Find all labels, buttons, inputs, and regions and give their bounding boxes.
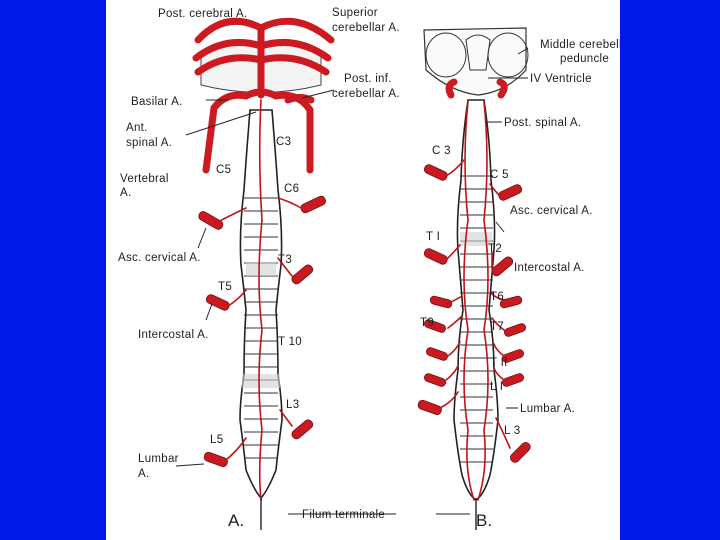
label-t11-b: T II: [490, 357, 508, 369]
c6-vessel-a: [300, 195, 326, 214]
figure-a-label: A.: [228, 511, 244, 530]
label-t9-b: T9: [420, 317, 434, 329]
label-t3-a: T3: [278, 254, 292, 266]
label-l5-a: L5: [210, 434, 223, 446]
labels-a: Post. cerebral A. Superior cerebellar A.…: [118, 7, 400, 530]
c6-branch-a: [277, 197, 302, 209]
label-lumbar-b: Lumbar A.: [520, 403, 575, 415]
label-middle-cerebellar-2: peduncle: [560, 53, 609, 65]
l1-vessel-b-left: [424, 373, 446, 387]
c3-branch-b: [445, 159, 465, 177]
label-t1-b: T I: [426, 231, 440, 243]
label-ant-spinal-2: spinal A.: [126, 137, 172, 149]
t1-vessel-b: [423, 248, 448, 265]
t11-vessel-b: [502, 349, 524, 363]
label-asc-cervical-b: Asc. cervical A.: [510, 205, 593, 217]
label-t5-a: T5: [218, 281, 232, 293]
label-post-inf-cerebellar-2: cerebellar A.: [332, 88, 400, 100]
asc-cervical-branch-a: [213, 207, 247, 225]
post-inf-cerebellar-artery: [284, 94, 315, 104]
t3-vessel-a: [291, 264, 314, 285]
lumbar-vessel-a: [203, 451, 228, 468]
label-post-spinal: Post. spinal A.: [504, 117, 581, 129]
label-superior-cerebellar-1: Superior: [332, 7, 378, 19]
left-peduncle: [425, 32, 467, 78]
label-l3-a: L3: [286, 399, 299, 411]
label-t2-b: T2: [488, 243, 502, 255]
figure-b-label: B.: [476, 511, 492, 530]
t1-branch-b: [445, 244, 461, 261]
label-intercostal-b: Intercostal A.: [514, 262, 585, 274]
cord-shading-a2: [242, 374, 280, 388]
l3-vessel-a: [291, 419, 314, 440]
posterior-spinal-artery-left: [463, 101, 475, 501]
intercostal-branch-a: [227, 289, 247, 307]
t10-vessel-b: [426, 347, 448, 361]
labels-b: Middle cerebellar peduncle IV Ventricle …: [420, 39, 620, 530]
label-l3-b: L 3: [504, 425, 520, 437]
left-vertebral-artery: [202, 91, 250, 174]
label-lumbar-a-1: Lumbar: [138, 453, 179, 465]
label-c3-b: C 3: [432, 145, 451, 157]
label-lumbar-a-2: A.: [138, 468, 149, 480]
cord-shading-a1: [246, 262, 276, 276]
c3-vessel-b: [423, 164, 448, 181]
posterior-spinal-artery-right: [477, 101, 489, 501]
leader-lines: [175, 47, 529, 515]
label-l1-b: L I: [490, 381, 503, 393]
intercostal-vessel-a: [205, 294, 230, 311]
iv-ventricle-outline: [465, 34, 491, 71]
post-inf-artery-b-right: [496, 78, 508, 99]
c5-vessel-b: [498, 184, 523, 201]
t9-vessel-b: [424, 319, 446, 333]
label-c3-a: C3: [276, 136, 291, 148]
t3-branch-a: [277, 257, 293, 277]
l3-vessel-b: [509, 441, 531, 463]
label-middle-cerebellar-1: Middle cerebellar: [540, 39, 620, 51]
feeder-branches-b: [439, 293, 511, 449]
spinal-cord-arteries-diagram: Post. cerebral A. Superior cerebellar A.…: [118, 7, 620, 530]
label-vertebral-1: Vertebral: [120, 173, 169, 185]
label-c5-a: C5: [216, 164, 231, 176]
cord-shading-b: [460, 232, 492, 246]
t6-vessel-b: [499, 295, 523, 309]
label-filum-terminale: Filum terminale: [302, 509, 385, 521]
figure-b: [417, 27, 531, 530]
anterior-spinal-artery: [258, 99, 263, 501]
label-c6-a: C6: [284, 183, 299, 195]
l1-vessel-b: [502, 373, 524, 387]
label-post-inf-cerebellar-1: Post. inf.: [344, 73, 392, 85]
lumbar-branch-a: [225, 437, 247, 461]
label-superior-cerebellar-2: cerebellar A.: [332, 22, 400, 34]
label-basilar: Basilar A.: [131, 96, 183, 108]
t7-vessel-b: [504, 323, 526, 337]
right-vertebral-artery: [272, 91, 314, 174]
vertebral-junction: [242, 88, 280, 100]
brainstem-dorsal-outline: [423, 27, 527, 96]
c5-branch-b: [489, 183, 501, 197]
label-iv-ventricle: IV Ventricle: [530, 73, 592, 85]
figure-a: [192, 17, 335, 530]
l3-branch-a: [279, 409, 293, 427]
lumbar-vessel-b-left: [417, 399, 442, 416]
anatomy-figure-panel: Post. cerebral A. Superior cerebellar A.…: [106, 0, 620, 540]
asc-cervical-vessel-a: [198, 211, 224, 230]
label-c5-b: C 5: [490, 169, 509, 181]
t2-vessel-b: [491, 256, 514, 277]
label-post-cerebral: Post. cerebral A.: [158, 8, 247, 20]
post-inf-artery-b-left: [445, 78, 458, 99]
label-ant-spinal-1: Ant.: [126, 122, 148, 134]
label-vertebral-2: A.: [120, 187, 131, 199]
t6-vessel-b-left: [429, 295, 453, 309]
label-t6-b: T6: [490, 291, 504, 303]
label-intercostal-a: Intercostal A.: [138, 329, 209, 341]
label-asc-cervical-a: Asc. cervical A.: [118, 252, 201, 264]
label-t7-b: T7: [490, 321, 504, 333]
label-t10-a: T 10: [278, 336, 302, 348]
